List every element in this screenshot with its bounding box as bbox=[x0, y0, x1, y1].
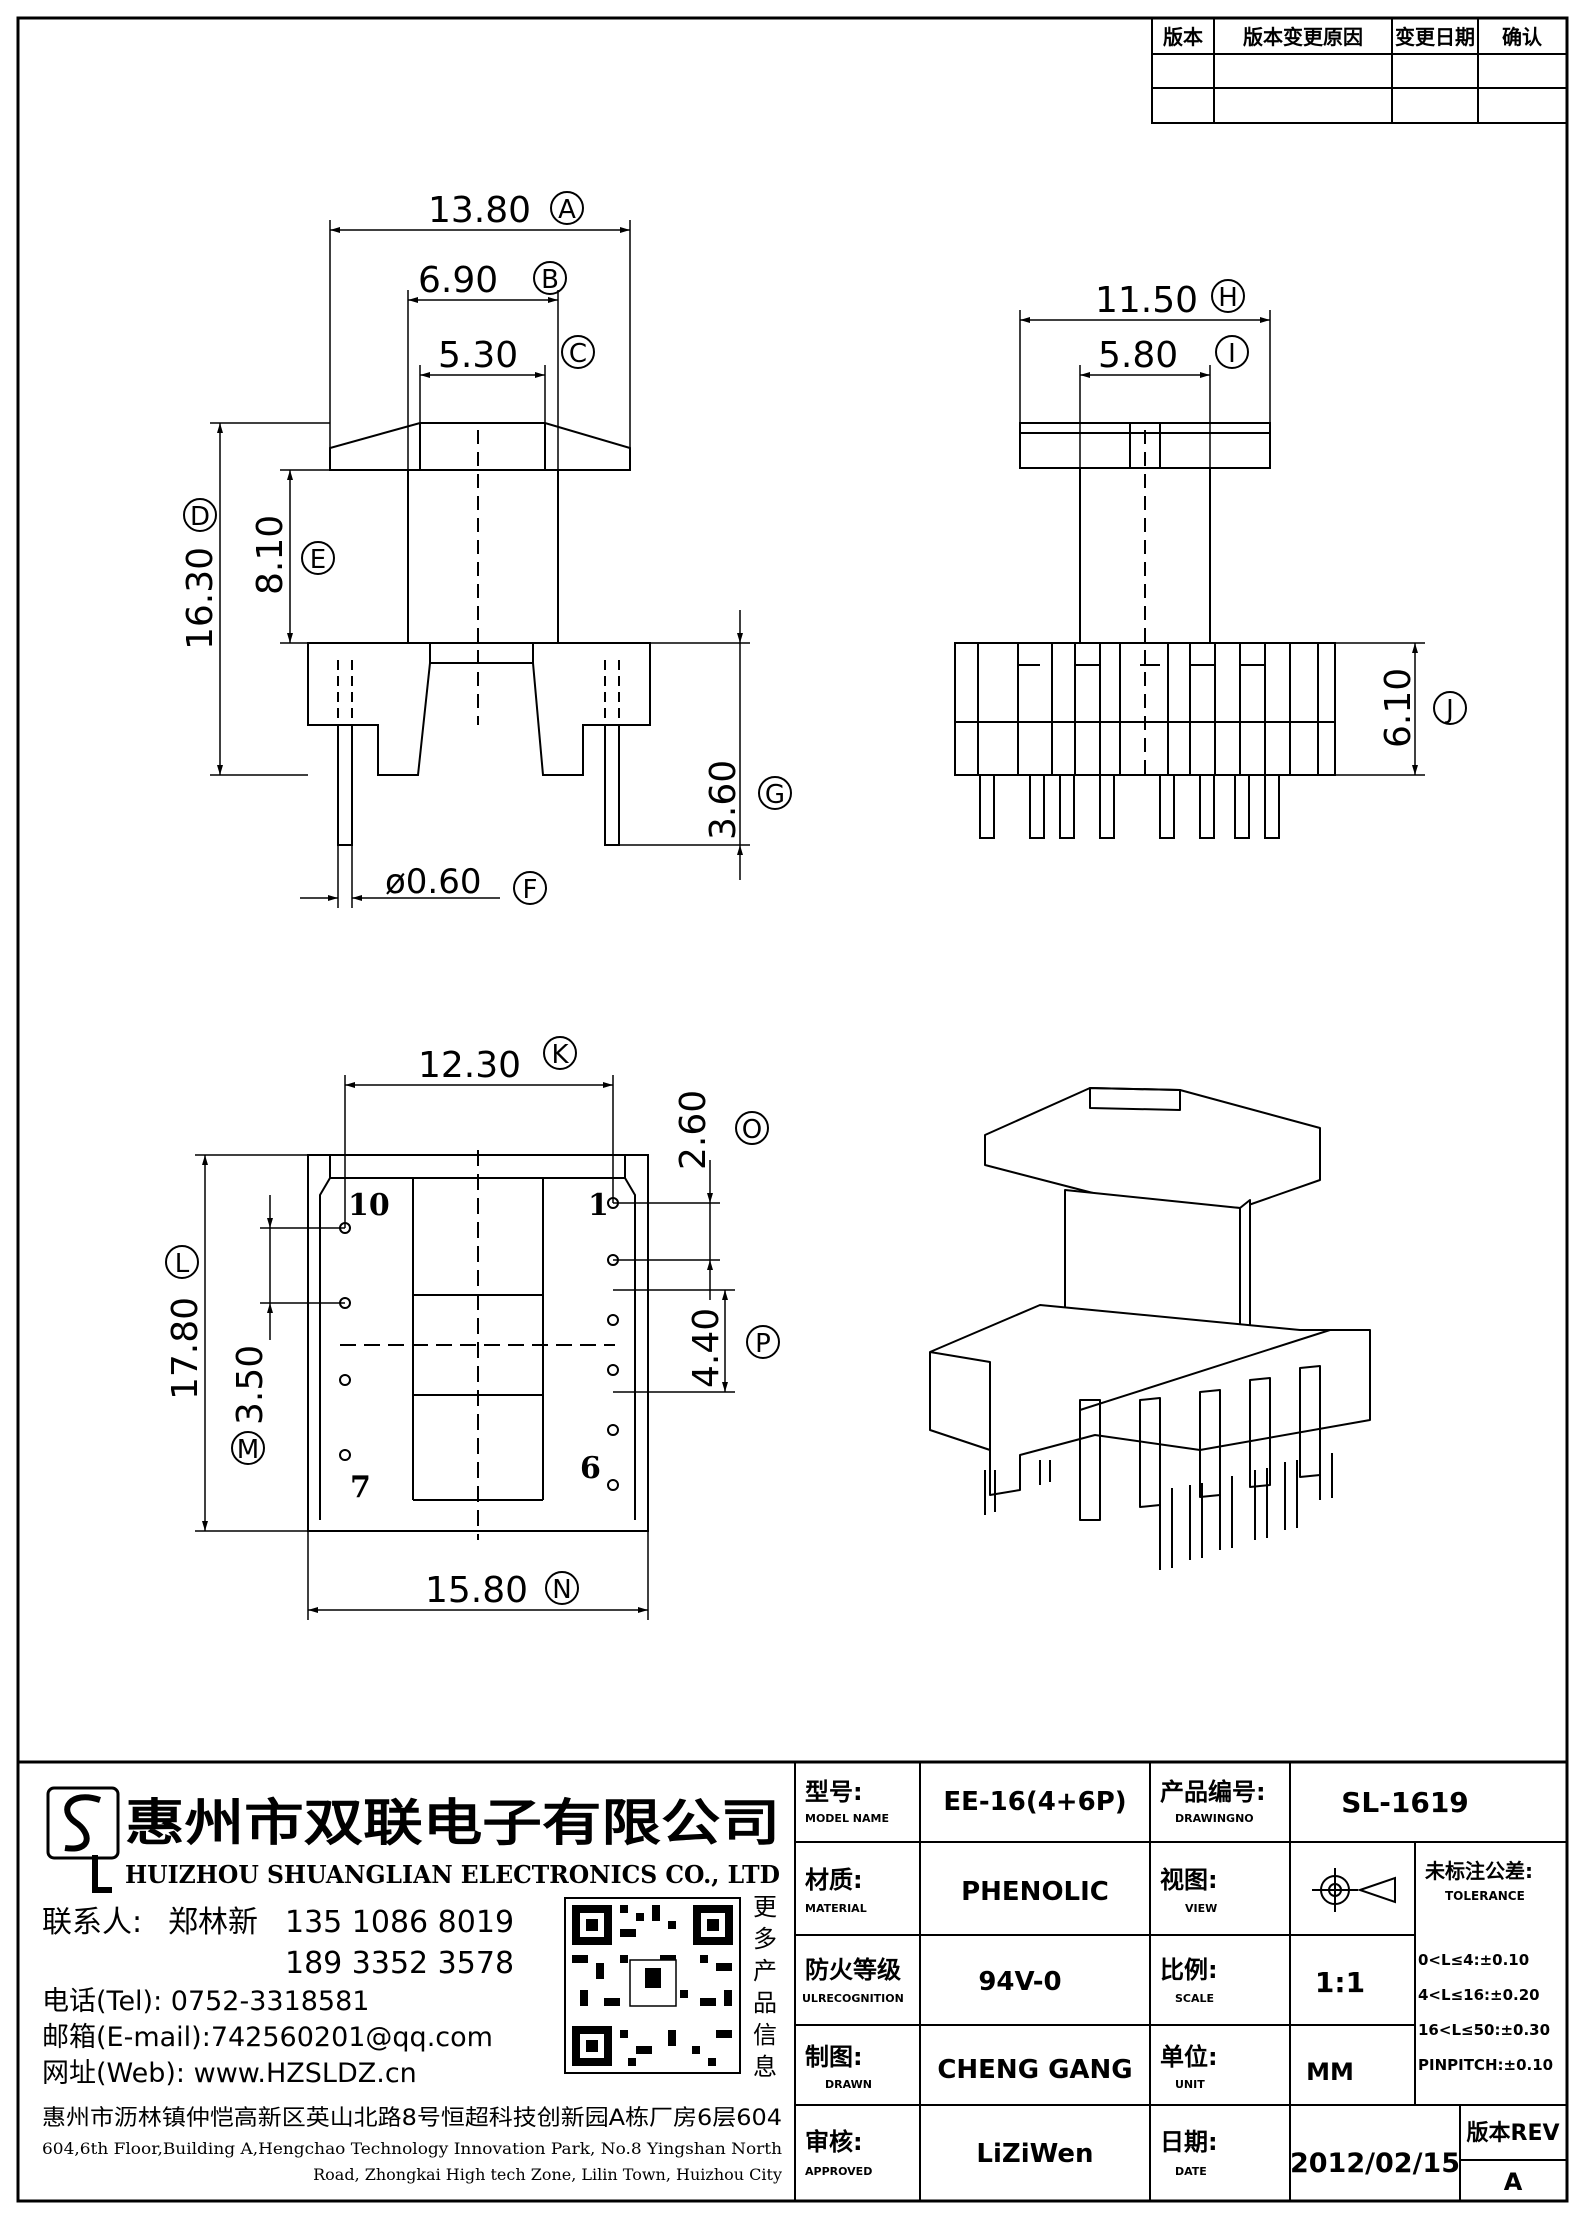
contact-phone-1: 135 1086 8019 bbox=[285, 1905, 514, 1940]
unit-value: MM bbox=[1306, 2058, 1354, 2086]
tolerance-line-4: PINPITCH:±0.10 bbox=[1418, 2056, 1553, 2074]
date-label-cn: 日期: bbox=[1160, 2128, 1218, 2156]
revision-table bbox=[1151, 17, 1568, 124]
address-en-1: 604,6th Floor,Building A,Hengchao Techno… bbox=[42, 2139, 782, 2158]
front-view-dimensions bbox=[210, 220, 750, 908]
company-logo bbox=[46, 1786, 120, 1893]
company-name-en: HUIZHOU SHUANGLIAN ELECTRONICS CO., LTD bbox=[125, 1860, 780, 1889]
contact-phone-2: 189 3352 3578 bbox=[285, 1946, 514, 1981]
tolerance-title-cn: 未标注公差: bbox=[1425, 1859, 1533, 1883]
view-label-cn: 视图: bbox=[1160, 1866, 1218, 1894]
unit-label-en: UNIT bbox=[1175, 2078, 1205, 2091]
rev-value: A bbox=[1504, 2168, 1523, 2196]
title-block-grid bbox=[16, 1760, 1569, 2203]
qr-caption-6: 息 bbox=[753, 2053, 777, 2081]
bottom-view-dimensions bbox=[195, 1075, 735, 1620]
unit-label-cn: 单位: bbox=[1160, 2043, 1218, 2071]
date-label-en: DATE bbox=[1175, 2165, 1207, 2178]
tolerance-title-en: TOLERANCE bbox=[1445, 1889, 1525, 1903]
tolerance-line-2: 4<L≤16:±0.20 bbox=[1418, 1986, 1540, 2004]
fire-label-cn: 防火等级 bbox=[805, 1956, 901, 1984]
address-cn: 惠州市沥林镇仲恺高新区英山北路8号恒超科技创新园A栋厂房6层604 bbox=[42, 2106, 782, 2131]
title-block-fields: 型号: MODEL NAME EE-16(4+6P) 产品编号: DRAWING… bbox=[802, 1778, 1560, 2196]
rev-label: 版本REV bbox=[1467, 2121, 1560, 2146]
tolerance-line-1: 0<L≤4:±0.10 bbox=[1418, 1951, 1529, 1969]
qr-caption-2: 多 bbox=[753, 1925, 777, 1953]
bottom-view bbox=[307, 1150, 649, 1540]
qr-caption-4: 品 bbox=[753, 1989, 777, 2017]
approved-label-cn: 审核: bbox=[805, 2128, 863, 2156]
company-web: 网址(Web): www.HZSLDZ.cn bbox=[42, 2058, 417, 2089]
drawing-label-cn: 产品编号: bbox=[1160, 1778, 1266, 1806]
drawn-label-en: DRAWN bbox=[825, 2078, 872, 2091]
company-email: 邮箱(E-mail):742560201@qq.com bbox=[42, 2022, 493, 2053]
rev-header-confirm: 确认 bbox=[1502, 25, 1543, 49]
qr-caption-3: 产 bbox=[753, 1957, 777, 1985]
contact-name: 郑林新 bbox=[168, 1905, 258, 1940]
front-view bbox=[307, 422, 651, 846]
qr-caption-1: 更 bbox=[753, 1893, 777, 1921]
rev-header-date: 变更日期 bbox=[1395, 25, 1475, 49]
scale-label-en: SCALE bbox=[1175, 1992, 1214, 2005]
date-value: 2012/02/15 bbox=[1290, 2148, 1460, 2179]
fire-label-en: ULRECOGNITION bbox=[802, 1992, 904, 2005]
drawn-label-cn: 制图: bbox=[805, 2043, 863, 2071]
material-label-en: MATERIAL bbox=[805, 1902, 867, 1915]
company-name-cn: 惠州市双联电子有限公司 bbox=[125, 1793, 780, 1852]
material-label-cn: 材质: bbox=[805, 1866, 863, 1894]
model-value: EE-16(4+6P) bbox=[943, 1787, 1126, 1817]
company-tel: 电话(Tel): 0752-3318581 bbox=[42, 1986, 369, 2017]
model-label-en: MODEL NAME bbox=[805, 1812, 889, 1825]
drawn-value: CHENG GANG bbox=[937, 2055, 1132, 2085]
rev-header-version: 版本 bbox=[1163, 25, 1203, 49]
model-label-cn: 型号: bbox=[805, 1778, 863, 1806]
approved-label-en: APPROVED bbox=[805, 2165, 872, 2178]
fire-value: 94V-0 bbox=[978, 1967, 1061, 1997]
rev-header-reason: 版本变更原因 bbox=[1243, 25, 1363, 49]
qr-code bbox=[564, 1897, 741, 2074]
drawing-value: SL-1619 bbox=[1341, 1786, 1469, 1819]
tolerance-line-3: 16<L≤50:±0.30 bbox=[1418, 2021, 1550, 2039]
contact-label: 联系人: bbox=[42, 1905, 142, 1940]
scale-label-cn: 比例: bbox=[1160, 1956, 1218, 1984]
drawing-label-en: DRAWINGNO bbox=[1175, 1812, 1254, 1825]
side-view bbox=[954, 422, 1336, 839]
isometric-view bbox=[929, 1087, 1371, 1570]
projection-symbol-icon bbox=[1312, 1868, 1396, 1912]
material-value: PHENOLIC bbox=[961, 1877, 1109, 1907]
view-label-en: VIEW bbox=[1185, 1902, 1217, 1915]
scale-value: 1:1 bbox=[1315, 1966, 1365, 1999]
side-view-dimensions bbox=[1019, 310, 1425, 776]
approved-value: LiZiWen bbox=[976, 2139, 1093, 2169]
address-en-2: Road, Zhongkai High tech Zone, Lilin Tow… bbox=[313, 2165, 782, 2184]
qr-caption-5: 信 bbox=[753, 2021, 777, 2049]
